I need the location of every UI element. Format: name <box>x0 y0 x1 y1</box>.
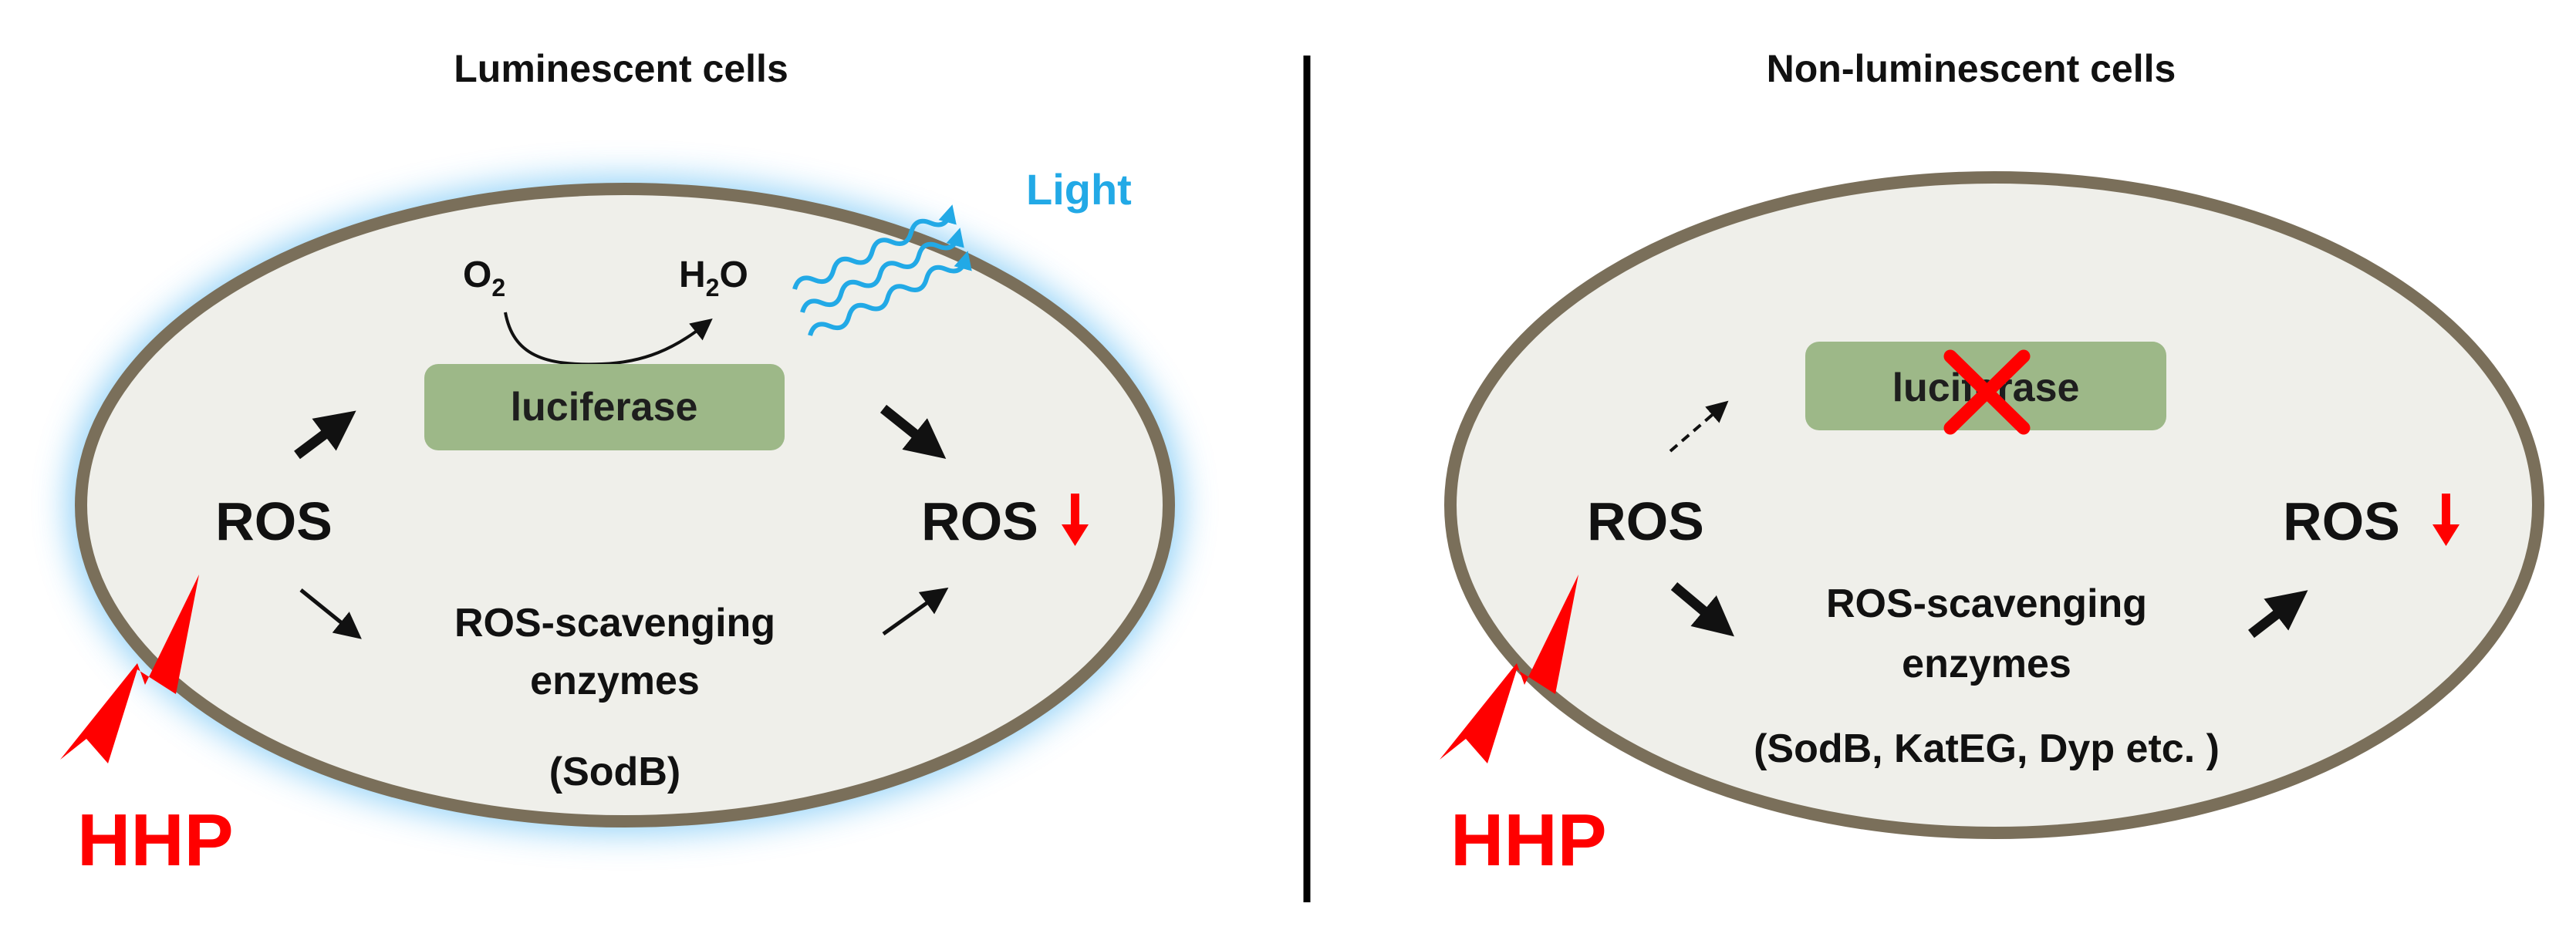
luciferase-label: luciferase <box>511 385 698 430</box>
luminescent-cells-panel: Luminescent cells O2 H2O luciferase Ligh… <box>60 47 1182 881</box>
lightning-bolt-icon <box>60 575 199 763</box>
panel-title-non-luminescent: Non-luminescent cells <box>1767 47 2176 90</box>
enzymes-line1-right: ROS-scavenging <box>1826 581 2147 626</box>
ros-left-label-right: ROS <box>1587 491 1704 551</box>
red-x-icon <box>1943 349 2031 435</box>
ros-left-label: ROS <box>215 491 333 551</box>
enzymes-examples-right: (SodB, KatEG, Dyp etc. ) <box>1754 726 2220 771</box>
ros-right-label: ROS <box>921 491 1038 551</box>
light-icon <box>792 204 972 336</box>
light-label: Light <box>1026 165 1132 214</box>
arrow-luciferase-to-ros <box>879 404 947 459</box>
hhp-label-right: HHP <box>1450 799 1607 881</box>
lightning-bolt-icon <box>1440 575 1578 763</box>
arrow-enzymes-to-ros <box>882 587 949 636</box>
luminescent-cell <box>75 183 1175 827</box>
hhp-label: HHP <box>77 799 234 881</box>
enzymes-line1: ROS-scavenging <box>454 601 775 645</box>
ros-right-label-right: ROS <box>2283 491 2400 551</box>
luciferase-box <box>424 364 785 450</box>
red-down-arrow-icon <box>1062 494 1089 546</box>
non-luminescent-cells-panel: Non-luminescent cells luciferase ROS ROS… <box>1440 47 2544 881</box>
enzymes-line2-right: enzymes <box>1902 642 2071 686</box>
enzymes-examples: (SodB) <box>549 750 680 794</box>
arrow-ros-to-enzymes <box>299 588 362 639</box>
arrow-ros-to-luciferase <box>294 410 356 460</box>
enzymes-line2: enzymes <box>530 659 700 703</box>
dashed-arrow-ros-to-luciferase <box>1669 400 1729 453</box>
h2o-label: H2O <box>679 254 748 302</box>
arrow-enzymes-to-ros <box>2248 590 2308 639</box>
o2-label: O2 <box>463 254 505 302</box>
red-down-arrow-icon <box>2433 494 2460 546</box>
arrow-ros-to-enzymes <box>1670 582 1734 637</box>
panel-title-luminescent: Luminescent cells <box>454 47 788 90</box>
non-luminescent-cell <box>1444 171 2544 839</box>
